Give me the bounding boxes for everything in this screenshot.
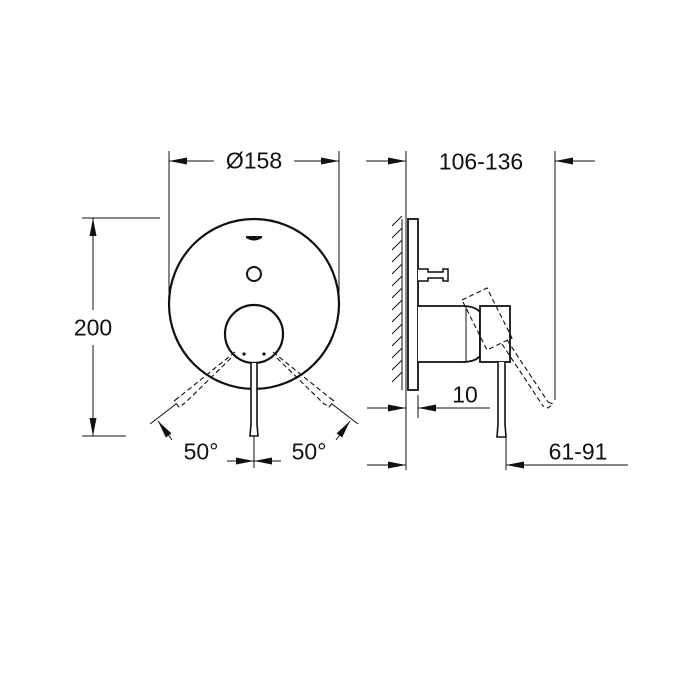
lever-side-rotated-dashed [461, 287, 555, 409]
lever-position-left-dashed [173, 351, 236, 408]
hub-dot-right [262, 352, 266, 356]
angle-arrow-left [157, 420, 173, 441]
angle-left-label: 50° [183, 438, 219, 465]
plate-offset-label: 10 [452, 381, 478, 408]
diameter-label: Ø158 [225, 147, 283, 174]
handle-hub [223, 303, 285, 365]
diverter-knob-profile [418, 268, 449, 282]
front-view [82, 151, 359, 468]
lever-side-profile [496, 362, 507, 438]
lever-handle [249, 363, 259, 437]
lever-offset-label: 61-91 [548, 438, 608, 465]
handle-cap-profile [479, 305, 511, 363]
logo-mark-icon [246, 236, 262, 241]
angle-right-label: 50° [291, 438, 327, 465]
depth-label: 106-136 [438, 148, 524, 175]
wall-hatching [391, 215, 403, 390]
lever-position-right-dashed [272, 351, 335, 408]
plate-profile [407, 218, 419, 391]
diverter-knob [246, 266, 262, 282]
angle-ref-line-left [149, 403, 177, 425]
angle-ref-line-right [331, 403, 359, 425]
hub-dot-left [242, 352, 246, 356]
handle-body-profile [418, 305, 481, 363]
angle-arrow-right [335, 420, 351, 441]
height-label: 200 [73, 314, 113, 341]
side-view [366, 151, 628, 470]
